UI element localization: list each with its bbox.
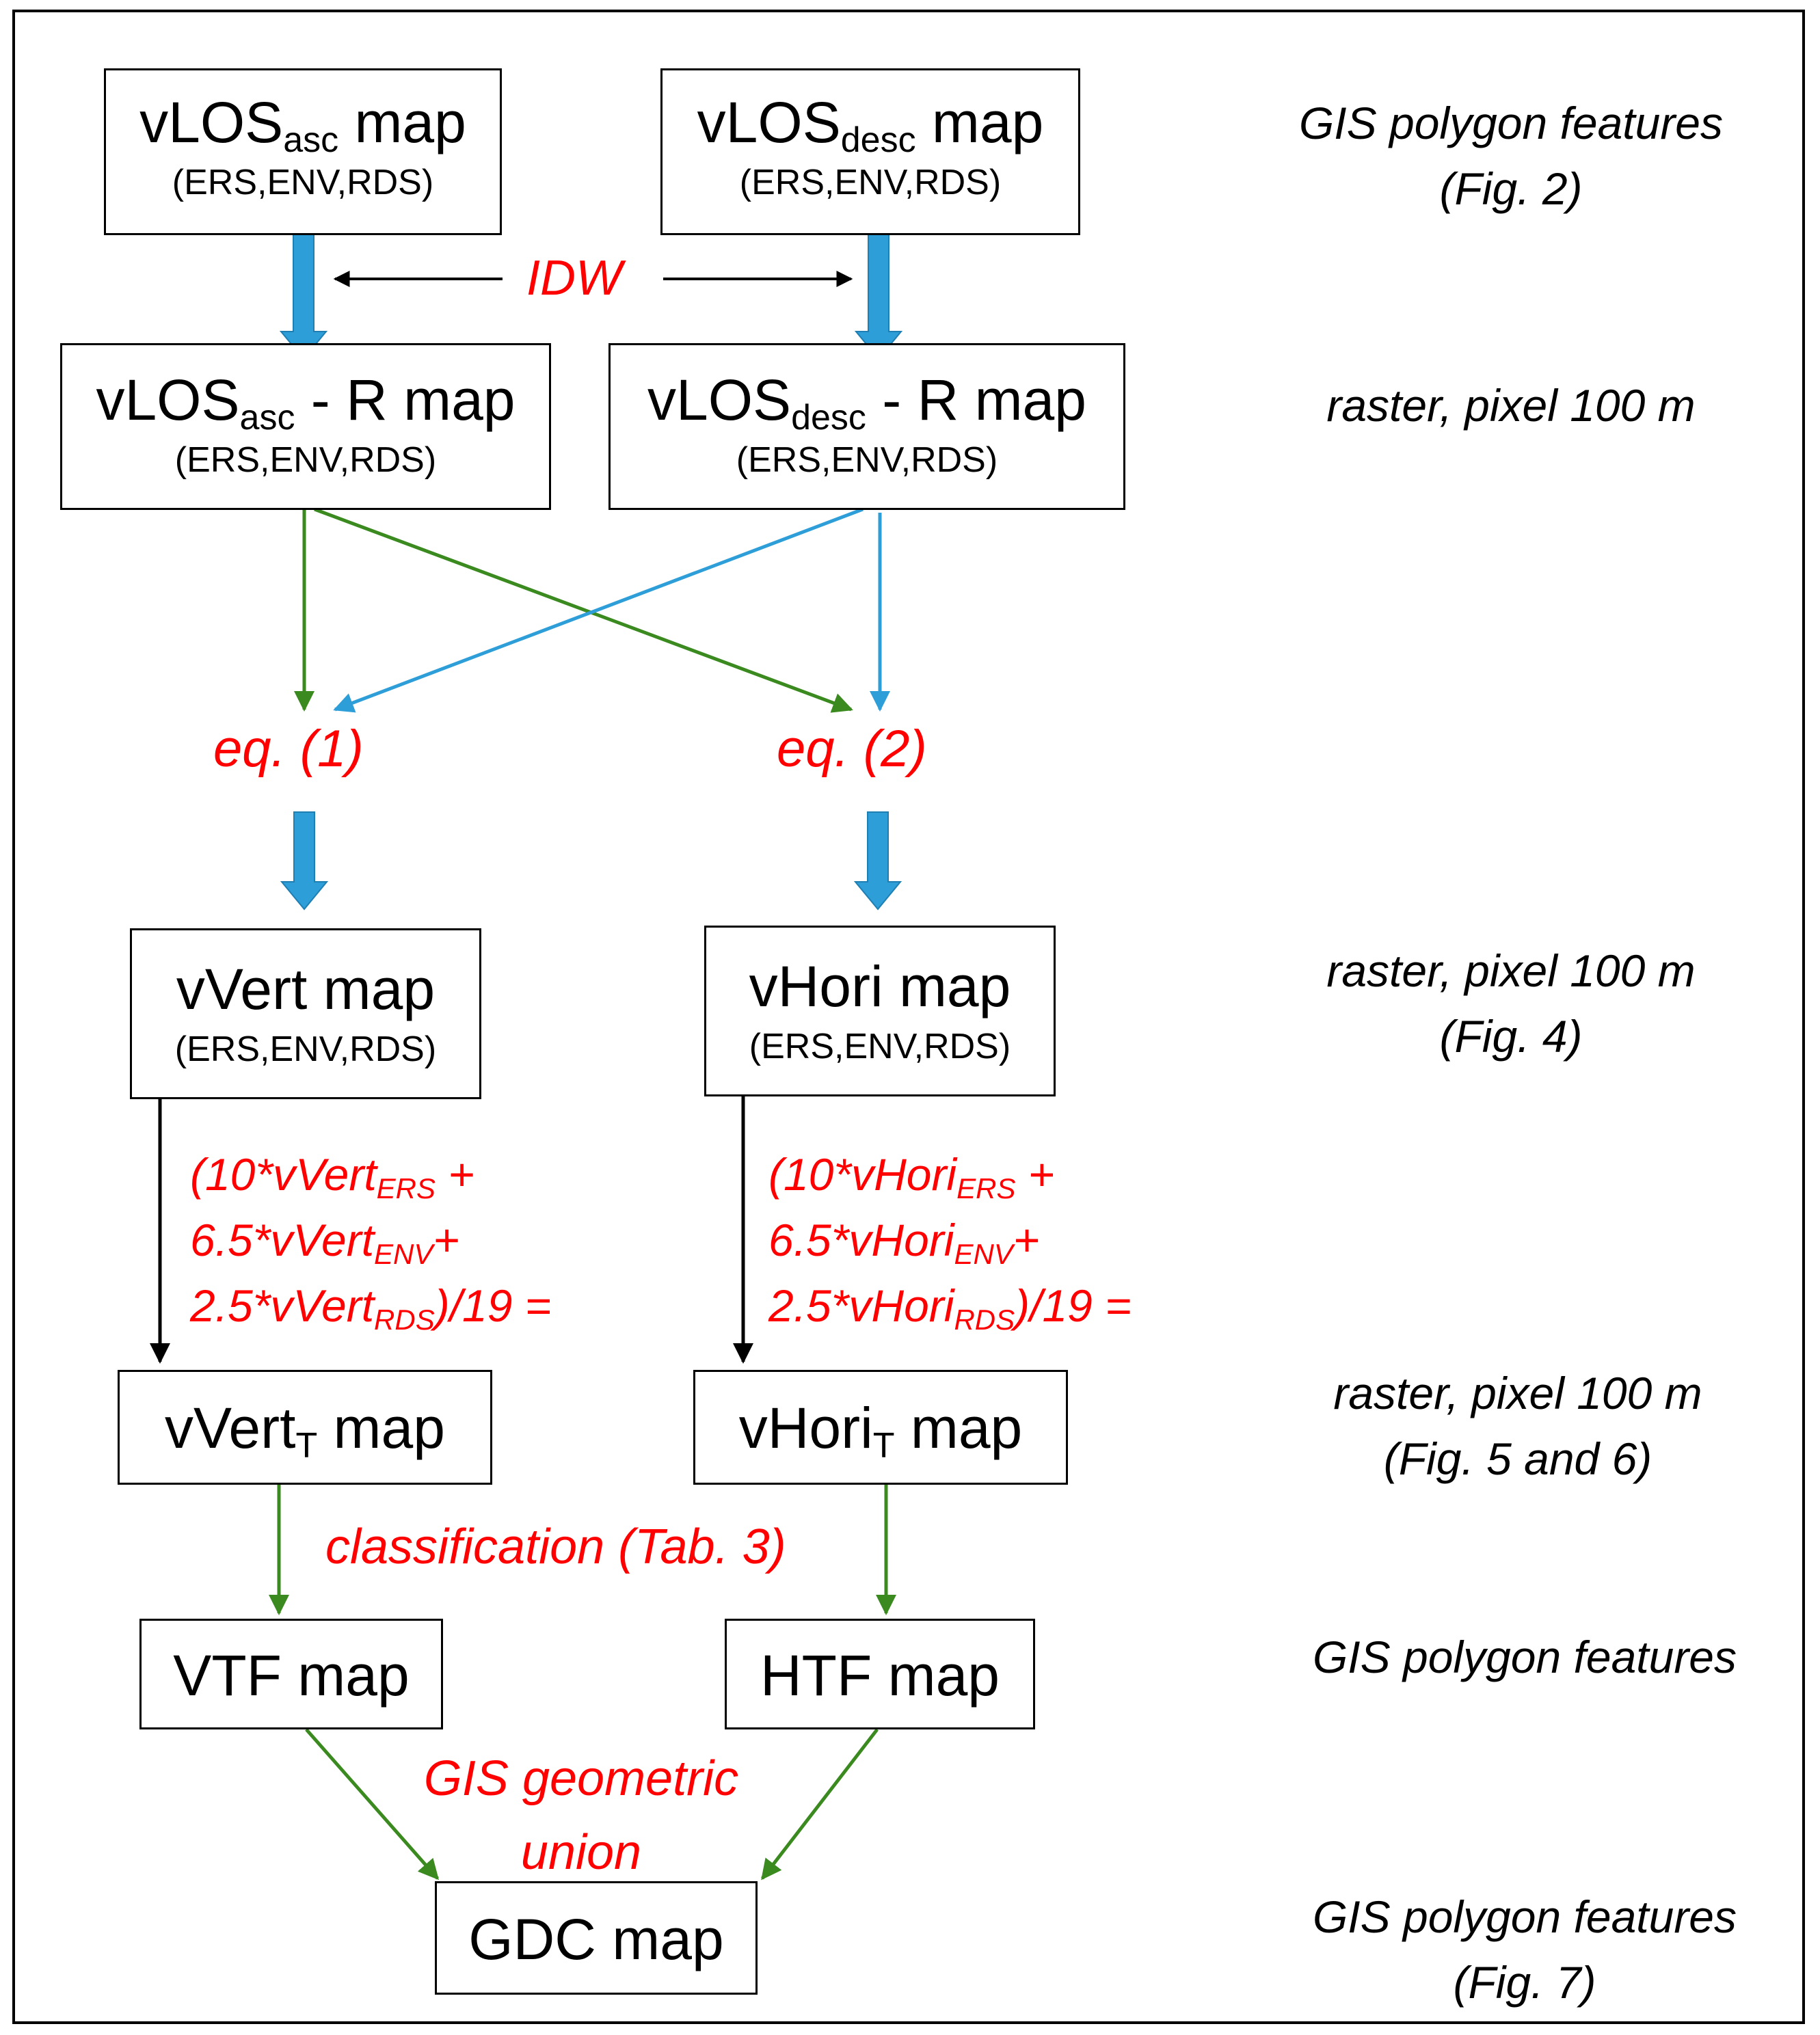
vvert-map-sources: (ERS,ENV,RDS) xyxy=(174,1029,437,1069)
thick-arrow-desc xyxy=(854,225,903,360)
vvert-formula-line-2: 6.5*vVertENV+ xyxy=(190,1215,459,1270)
htf-map-box: HTF map xyxy=(725,1619,1035,1729)
note-row-2-line-1: raster, pixel 100 m xyxy=(1326,380,1696,431)
idw-label: IDW xyxy=(526,251,622,306)
note-row-6-line-1: GIS polygon features xyxy=(1312,1891,1737,1942)
note-row-4-line-2: (Fig. 5 and 6) xyxy=(1383,1433,1652,1484)
note-row-5: GIS polygon features xyxy=(1285,1624,1764,1690)
geometric-union-label: GIS geometric union xyxy=(403,1742,759,1889)
vhori-map-sources: (ERS,ENV,RDS) xyxy=(749,1027,1011,1066)
vhori-formula-line-1: (10*vHoriERS + xyxy=(768,1149,1055,1204)
vlos-asc-map-box: vLOSasc map (ERS,ENV,RDS) xyxy=(104,68,502,235)
gdc-map-label: GDC map xyxy=(468,1907,724,1971)
thick-arrow-eq2 xyxy=(853,811,902,911)
vlos-desc-map-label: vLOSdesc map xyxy=(697,90,1044,160)
equation-2-label: eq. (2) xyxy=(777,720,927,778)
note-row-6: GIS polygon features (Fig. 7) xyxy=(1285,1884,1764,2015)
geometric-union-line-2: union xyxy=(520,1825,642,1880)
vtf-map-box: VTF map xyxy=(139,1619,443,1729)
equation-1-label: eq. (1) xyxy=(213,720,364,778)
note-row-3-line-1: raster, pixel 100 m xyxy=(1326,945,1696,996)
vlos-asc-r-map-box: vLOSasc - R map (ERS,ENV,RDS) xyxy=(60,343,551,510)
thick-arrow-asc xyxy=(279,225,328,360)
vlos-asc-r-map-label: vLOSasc - R map xyxy=(96,368,516,437)
vlos-asc-map-label: vLOSasc map xyxy=(139,90,466,160)
note-row-3: raster, pixel 100 m (Fig. 4) xyxy=(1272,938,1750,1069)
vtf-map-label: VTF map xyxy=(173,1643,410,1708)
note-row-1-line-2: (Fig. 2) xyxy=(1439,163,1583,214)
htf-map-label: HTF map xyxy=(760,1643,1000,1708)
vlos-asc-map-sources: (ERS,ENV,RDS) xyxy=(172,163,434,202)
vhori-formula: (10*vHoriERS + 6.5*vHoriENV+ 2.5*vHoriRD… xyxy=(768,1142,1132,1338)
vhori-t-map-box: vHoriT map xyxy=(693,1370,1068,1485)
vhori-map-label: vHori map xyxy=(749,954,1011,1019)
arrow-vtf-to-gdc xyxy=(305,1728,439,1881)
figure-frame xyxy=(12,10,1805,2024)
vlos-desc-map-box: vLOSdesc map (ERS,ENV,RDS) xyxy=(660,68,1080,235)
thick-arrow-eq1 xyxy=(280,811,329,911)
arrow-htf-to-gdc xyxy=(761,1728,879,1881)
vvert-t-map-box: vVertT map xyxy=(118,1370,492,1485)
vvert-formula-line-3: 2.5*vVertRDS)/19 = xyxy=(190,1280,552,1336)
note-row-6-line-2: (Fig. 7) xyxy=(1453,1957,1596,2008)
vhori-formula-line-2: 6.5*vHoriENV+ xyxy=(768,1215,1040,1270)
vlos-desc-r-map-sources: (ERS,ENV,RDS) xyxy=(736,440,998,480)
vhori-formula-line-3: 2.5*vHoriRDS)/19 = xyxy=(768,1280,1132,1336)
vvert-map-label: vVert map xyxy=(176,957,436,1021)
note-row-2: raster, pixel 100 m xyxy=(1272,373,1750,438)
vlos-asc-r-map-sources: (ERS,ENV,RDS) xyxy=(174,440,437,480)
vvert-formula: (10*vVertERS + 6.5*vVertENV+ 2.5*vVertRD… xyxy=(190,1142,551,1338)
arrow-asc-to-eq2 xyxy=(314,507,853,713)
vlos-desc-map-sources: (ERS,ENV,RDS) xyxy=(739,163,1002,202)
note-row-3-line-2: (Fig. 4) xyxy=(1439,1011,1583,1062)
note-row-1: GIS polygon features (Fig. 2) xyxy=(1272,90,1750,221)
vlos-desc-r-map-box: vLOSdesc - R map (ERS,ENV,RDS) xyxy=(608,343,1125,510)
arrow-desc-to-eq1 xyxy=(333,507,864,713)
vlos-desc-r-map-label: vLOSdesc - R map xyxy=(647,368,1086,437)
vvert-map-box: vVert map (ERS,ENV,RDS) xyxy=(130,928,481,1099)
vhori-map-box: vHori map (ERS,ENV,RDS) xyxy=(704,926,1056,1096)
gdc-map-box: GDC map xyxy=(435,1881,758,1995)
classification-label: classification (Tab. 3) xyxy=(325,1520,786,1574)
geometric-union-line-1: GIS geometric xyxy=(423,1751,739,1806)
vvert-t-map-label: vVertT map xyxy=(165,1396,445,1466)
note-row-4: raster, pixel 100 m (Fig. 5 and 6) xyxy=(1279,1360,1757,1492)
vhori-t-map-label: vHoriT map xyxy=(738,1396,1023,1466)
note-row-5-line-1: GIS polygon features xyxy=(1312,1632,1737,1682)
note-row-1-line-1: GIS polygon features xyxy=(1298,98,1724,148)
note-row-4-line-1: raster, pixel 100 m xyxy=(1333,1368,1702,1418)
vvert-formula-line-1: (10*vVertERS + xyxy=(190,1149,474,1204)
